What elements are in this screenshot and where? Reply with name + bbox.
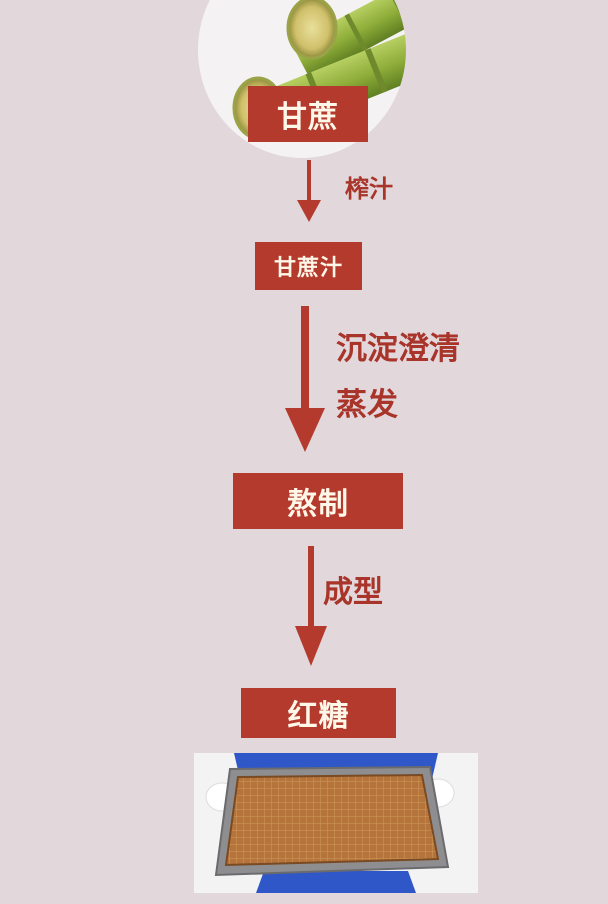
arrow-down-2	[285, 306, 325, 452]
node-sugarcane-juice: 甘蔗汁	[255, 242, 362, 290]
arrow-down-3	[295, 546, 327, 666]
node-sugarcane: 甘蔗	[248, 86, 368, 142]
step-shape-label: 成型	[323, 575, 383, 610]
node-boiling: 熬制	[233, 473, 403, 529]
brown-sugar-tray-photo	[194, 753, 478, 893]
node-brown-sugar: 红糖	[241, 688, 396, 738]
arrow-down-1	[297, 160, 321, 222]
step-settle-line2: 蒸发	[336, 387, 398, 423]
step-settle-line1: 沉淀澄清	[336, 331, 460, 367]
step-press-label: 榨汁	[345, 175, 393, 203]
